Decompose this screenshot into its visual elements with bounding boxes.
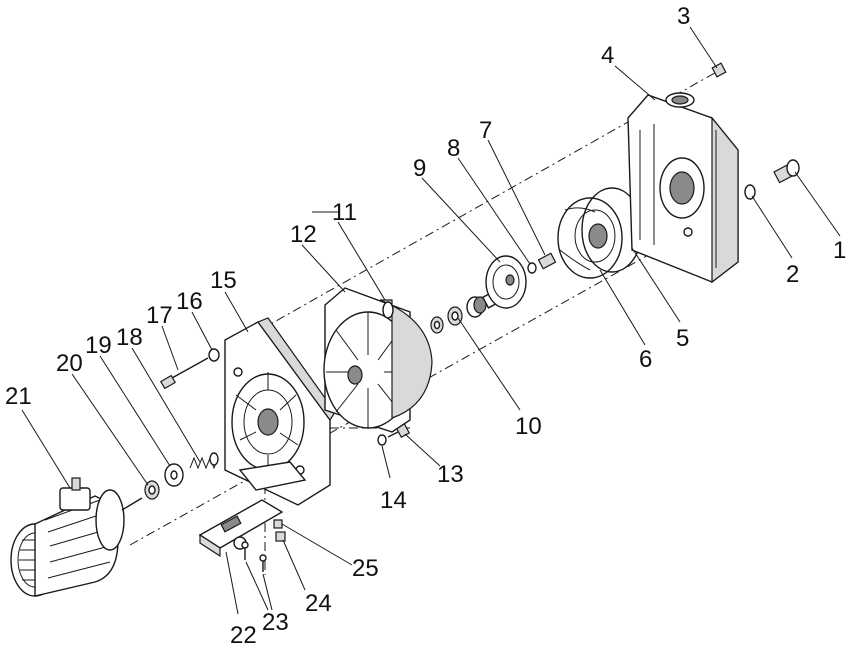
callout-7: 7: [479, 117, 492, 144]
callout-11: 11: [332, 199, 357, 226]
part-9-impeller: [481, 255, 527, 309]
part-11-volute: [379, 299, 433, 419]
callout-4: 4: [601, 42, 614, 69]
leader-lines: [21, 26, 841, 615]
part-23-screws: [241, 541, 267, 572]
part-1-drain-plug: [773, 159, 800, 184]
callout-18: 18: [116, 324, 143, 351]
part-19-washer: [164, 463, 184, 487]
part-2-o-ring: [744, 184, 756, 200]
part-7-nut: [537, 252, 557, 270]
callout-8: 8: [447, 135, 460, 162]
part-4-pump-body: [627, 92, 739, 284]
part-18-spring: [189, 452, 219, 470]
part-21-motor: [10, 477, 143, 597]
callout-24: 24: [305, 590, 332, 617]
callout-23: 23: [262, 609, 289, 636]
callout-9: 9: [413, 155, 426, 182]
callout-25: 25: [352, 555, 379, 582]
callout-10: 10: [515, 413, 542, 440]
callout-1: 1: [833, 237, 846, 264]
callout-6: 6: [639, 346, 652, 373]
part-17-bolt: [159, 357, 209, 390]
callout-22: 22: [230, 622, 257, 649]
callout-5: 5: [676, 325, 689, 352]
callout-20: 20: [56, 350, 83, 377]
part-14-washer: [377, 434, 387, 446]
callout-12: 12: [290, 221, 317, 248]
part-12-cover: [323, 287, 413, 433]
part-20-ring: [144, 480, 160, 500]
callout-17: 17: [146, 302, 173, 329]
part-24-clip: [275, 531, 286, 542]
callout-19: 19: [85, 332, 112, 359]
callout-labels: 1 2 3 4 5 6 7 8 9 10 11 12 13 14 15 16 1…: [5, 3, 846, 649]
callout-2: 2: [786, 261, 799, 288]
callout-3: 3: [677, 3, 690, 30]
part-10-seal: [430, 296, 487, 334]
callout-14: 14: [380, 487, 407, 514]
part-6-diffuser: [557, 197, 623, 279]
part-22-foot: [198, 499, 284, 558]
callout-21: 21: [5, 383, 32, 410]
callout-13: 13: [437, 461, 464, 488]
part-3-plug: [711, 62, 727, 78]
callout-15: 15: [210, 267, 237, 294]
part-25-clip: [273, 519, 283, 529]
part-8-o-ring: [527, 262, 537, 274]
callout-16: 16: [176, 288, 203, 315]
part-15-bracket: [224, 317, 336, 506]
part-16-washer: [208, 348, 220, 362]
